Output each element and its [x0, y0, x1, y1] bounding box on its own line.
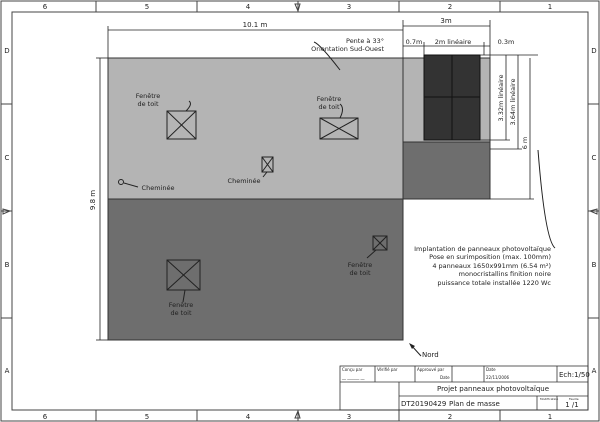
- designer-value: __ ______ __: [341, 375, 366, 380]
- chimney-label: Cheminée: [228, 177, 261, 185]
- col-label: 5: [145, 3, 149, 11]
- row-label: D: [4, 47, 9, 55]
- col-label: 3: [347, 3, 351, 11]
- north-label: Nord: [422, 351, 439, 359]
- note-line: monocristallins finition noire: [459, 270, 551, 278]
- date-label: Date: [486, 367, 496, 372]
- col-label: 5: [145, 413, 149, 421]
- dimension-label: 6 m: [521, 137, 529, 150]
- window-label: Fenêtre: [317, 95, 342, 103]
- designed-by-label: Conçu par: [342, 367, 363, 372]
- dimension-label: 3.32m linéaire: [497, 75, 505, 122]
- window-label: de toit: [318, 103, 340, 111]
- roof-window-icon: [166, 259, 201, 291]
- row-label: C: [592, 154, 597, 162]
- title-block: [339, 365, 589, 411]
- window-label: Fenêtre: [169, 301, 194, 309]
- sheet-number: 1 /1: [565, 401, 579, 409]
- dimension-label: 3m: [440, 17, 451, 25]
- verified-by-label: Vérifié par: [377, 367, 398, 372]
- col-label: 6: [43, 3, 48, 11]
- dimension-label: 2m linéaire: [435, 38, 472, 46]
- dimension-label: 9.8 m: [89, 190, 97, 210]
- project-title: Projet panneaux photovoltaïque: [437, 385, 549, 393]
- window-label: Fenêtre: [136, 92, 161, 100]
- col-label: 2: [448, 413, 452, 421]
- row-label: D: [591, 47, 596, 55]
- scale-value: Ech:1/50: [559, 371, 590, 379]
- date-value: 22/11/2006: [486, 375, 510, 380]
- row-label: B: [5, 261, 10, 269]
- drawing-title: Plan de masse: [449, 400, 500, 408]
- col-label: 2: [448, 3, 452, 11]
- sheet-label: Feuille: [569, 397, 579, 401]
- north-arrow-icon: [409, 343, 422, 357]
- roof-window-icon: [261, 156, 274, 173]
- roof-window-icon: [166, 110, 197, 140]
- dimension-label: 0.7m: [406, 38, 423, 46]
- col-label: 3: [347, 413, 351, 421]
- roof-dark-section: [107, 198, 404, 341]
- row-label: A: [592, 367, 597, 375]
- col-label: 4: [246, 413, 251, 421]
- note-line: Implantation de panneaux photovoltaïque: [414, 245, 551, 253]
- chimney-label: Cheminée: [142, 184, 175, 192]
- note-line: puissance totale installée 1220 Wc: [437, 279, 551, 287]
- window-label: Fenêtre: [348, 261, 373, 269]
- window-label: de toit: [349, 269, 371, 277]
- col-label: 1: [548, 3, 552, 11]
- roof-window-icon: [372, 235, 388, 251]
- note-line: Pose en surimposition (max. 100mm): [429, 253, 551, 261]
- col-label: 1: [548, 413, 552, 421]
- window-label: de toit: [137, 100, 159, 108]
- note-line: 4 panneaux 1650x991mm (6.54 m²): [432, 262, 551, 270]
- chimney-icon: [118, 179, 124, 185]
- row-label: B: [592, 261, 597, 269]
- row-label: A: [5, 367, 10, 375]
- row-label: C: [5, 154, 10, 162]
- orientation-label: Orientation Sud-Ouest: [311, 45, 384, 53]
- col-label: 6: [43, 413, 48, 421]
- approved-by-label: Approuvé par: [417, 367, 444, 372]
- dimension-label: 3.64m linéaire: [509, 79, 517, 126]
- date-label: Date: [440, 375, 450, 380]
- solar-panels: [423, 54, 481, 141]
- roof-window-icon: [319, 117, 359, 140]
- dimension-label: 10.1 m: [243, 21, 268, 29]
- drawing-ref: DT20190429: [401, 400, 446, 408]
- col-label: 4: [246, 3, 251, 11]
- modification-label: Modification: [540, 397, 558, 401]
- dimension-label: 0.3m: [498, 38, 515, 46]
- window-label: de toit: [170, 309, 192, 317]
- slope-label: Pente à 33°: [346, 37, 384, 45]
- annex-roof: [402, 141, 491, 200]
